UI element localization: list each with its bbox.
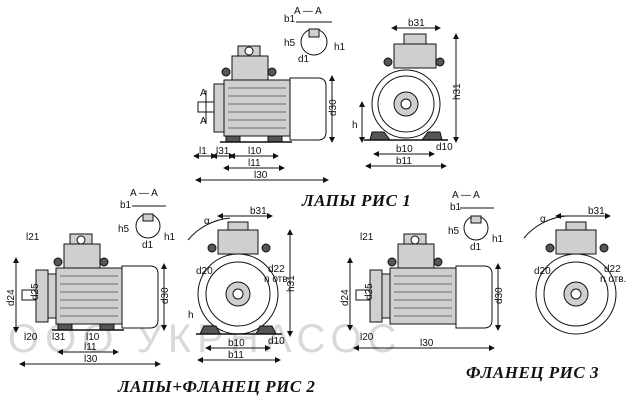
fig1-d10: d10	[436, 142, 453, 153]
fig2-end-view: α b31 h31 d20 d22 n отв. h d10 b10 b11	[187, 206, 297, 363]
fig1-l30: l30	[254, 170, 268, 181]
fig2-d24: d24	[6, 289, 17, 306]
fig1-h: h	[352, 120, 358, 131]
fig3-sec-d1: d1	[470, 242, 482, 253]
fig3-n-otv: n отв.	[600, 274, 626, 285]
fig1-fan-cowl	[289, 77, 327, 141]
fig3-end-view: α b31 d20 d22 n отв.	[523, 206, 626, 335]
fig3-alpha: α	[540, 214, 546, 225]
fig3-d20: d20	[534, 266, 551, 277]
fig1-stator-body	[223, 79, 291, 137]
fig2-b11: b11	[228, 350, 244, 361]
fig2-b31: b31	[250, 206, 267, 217]
fig2-l10: l10	[86, 332, 100, 343]
fig1-terminal-box	[231, 55, 269, 81]
fig2-n-otv: n отв.	[264, 274, 290, 285]
fig2-l11: l11	[84, 342, 97, 353]
fig3-sec-b1: b1	[450, 202, 462, 213]
fig1-d30: d30	[328, 99, 339, 116]
fig2-l31: l31	[52, 332, 66, 343]
fig2-section-title: A — A	[130, 188, 158, 199]
caption-fig2: ЛАПЫ+ФЛАНЕЦ РИС 2	[117, 377, 315, 396]
fig2-sec-d1: d1	[142, 240, 154, 251]
fig2-b10: b10	[228, 338, 245, 349]
fig2-sec-h5: h5	[118, 224, 130, 235]
fig1-sec-h1: h1	[334, 42, 346, 53]
fig2-l21: l21	[26, 232, 40, 243]
fig3-sec-h1: h1	[492, 234, 504, 245]
fig3-b31: b31	[588, 206, 605, 217]
fig3-sec-h5: h5	[448, 226, 460, 237]
fig2-l20: l20	[24, 332, 38, 343]
fig3-d22: d22	[604, 264, 621, 275]
caption-fig1: ЛАПЫ РИС 1	[301, 191, 411, 210]
fig2-h: h	[188, 310, 194, 321]
fig1-section-title: A — A	[294, 6, 322, 17]
fig3-l20: l20	[360, 332, 374, 343]
fig2-d22: d22	[268, 264, 285, 275]
fig1-b31: b31	[408, 18, 425, 29]
fig1-sec-d1: d1	[298, 54, 310, 65]
fig1-end-view: b31 h31 h d10 b10 b11	[352, 18, 463, 169]
fig1-b10: b10	[396, 144, 413, 155]
fig2-d20: d20	[196, 266, 213, 277]
fig3-l21: l21	[360, 232, 374, 243]
fig3-d30: d30	[494, 287, 505, 304]
fig2-l30: l30	[84, 354, 98, 365]
fig1-arrow-a-top: A	[200, 88, 207, 99]
fig3-d24: d24	[340, 289, 351, 306]
fig1-h31: h31	[452, 83, 463, 100]
fig3-d25: d25	[364, 283, 375, 300]
fig1-l1: l1	[199, 146, 207, 157]
fig2-sec-b1: b1	[120, 200, 132, 211]
fig1-l11: l11	[248, 158, 261, 169]
fig1-b11: b11	[396, 156, 412, 167]
fig1-arrow-a-bottom: A	[200, 116, 207, 127]
fig2-d30: d30	[160, 287, 171, 304]
fig1-sec-h5: h5	[284, 38, 296, 49]
fig2-d10: d10	[268, 336, 285, 347]
fig2-alpha: α	[204, 216, 210, 227]
fig2-side-view: A — A b1 h5 d1 h1 l21 d24 d25 d30 l20	[6, 188, 176, 367]
fig1-side-view: A A d30 l1 l31 l10 l11 l30	[193, 45, 339, 183]
caption-fig3: ФЛАНЕЦ РИС 3	[466, 363, 599, 382]
fig2-sec-h1: h1	[164, 232, 176, 243]
fig3-side-view: A — A b1 h5 d1 h1 l21 d24 d25 d30 l20 l3…	[340, 190, 505, 351]
fig3-l30: l30	[420, 338, 434, 349]
fig1-l31: l31	[216, 146, 230, 157]
fig1-sec-b1: b1	[284, 14, 296, 25]
fig2-d25: d25	[30, 283, 41, 300]
fig1-l10: l10	[248, 146, 262, 157]
fig3-section-title: A — A	[452, 190, 480, 201]
fig2-h31: h31	[286, 275, 297, 292]
fig1-section-aa: A — A b1 h5 h1 d1	[284, 6, 346, 65]
